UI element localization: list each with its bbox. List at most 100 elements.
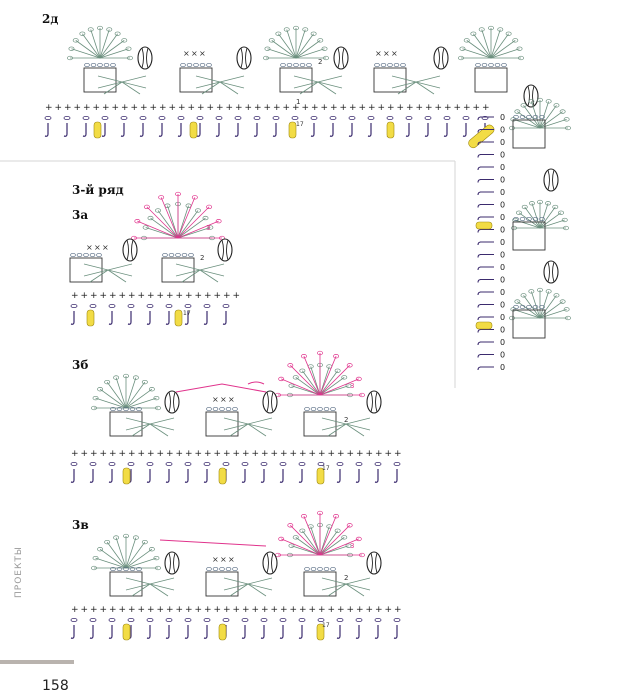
bar-frame	[179, 67, 213, 93]
spoke-group	[125, 417, 175, 437]
square-motif	[83, 62, 117, 93]
single-crochet-mark: ×	[212, 395, 219, 404]
fan-stitch	[99, 29, 110, 59]
fan-stitch	[539, 291, 550, 319]
zero-mark: 0	[500, 313, 505, 322]
spoke-stitch	[107, 263, 133, 271]
fan-stitch	[295, 33, 314, 59]
chain-loop	[532, 304, 539, 310]
chain-mark	[291, 116, 299, 121]
hook-stitch	[477, 241, 494, 246]
chain-mark	[177, 116, 185, 121]
plus-mark: +	[330, 103, 338, 113]
chain-loop	[97, 547, 104, 552]
hook-stitch	[329, 123, 334, 137]
chain-loop	[212, 406, 219, 412]
chain-loop	[321, 46, 328, 51]
spoke-stitch	[345, 583, 365, 597]
spoke-stitch	[131, 583, 151, 597]
hook-stitch	[298, 625, 303, 639]
chain-loop	[559, 109, 566, 114]
sc-group: ×××	[212, 555, 235, 564]
chain-loop	[470, 31, 477, 36]
hook-stitch	[279, 625, 284, 639]
square-motif	[373, 62, 407, 93]
chain-mark	[63, 116, 71, 121]
puff-stroke	[370, 391, 378, 413]
square-motif	[109, 566, 143, 597]
chain-loop	[345, 383, 352, 388]
chain-loop	[475, 62, 481, 68]
spoke-group	[195, 75, 245, 95]
plus-mark: +	[340, 103, 348, 113]
chain-loop	[509, 315, 515, 321]
chain-loop	[345, 543, 352, 548]
bar-frame	[303, 571, 337, 597]
fan-stitch	[319, 516, 337, 556]
puff-stitch	[122, 238, 138, 262]
fan-stitch	[539, 308, 567, 319]
fan-stitch	[125, 541, 146, 569]
fan-stitch	[466, 40, 492, 59]
chain-mark	[165, 303, 173, 308]
hook-stitch	[272, 123, 277, 137]
single-crochet-mark: ×	[191, 49, 198, 58]
plus-mark: +	[185, 449, 193, 459]
fan-stitch	[539, 101, 550, 129]
spoke-stitch	[149, 583, 175, 591]
plus-mark: +	[261, 605, 269, 615]
highlight-stitch	[122, 623, 131, 641]
zero-mark: 0	[500, 351, 505, 360]
plus-mark: +	[64, 103, 72, 113]
plus-mark: +	[109, 449, 117, 459]
spoke-group	[391, 75, 441, 95]
marker-text: 2	[318, 58, 322, 66]
puff-stitch	[236, 46, 252, 70]
chain-loop	[355, 376, 362, 382]
chain-loop	[91, 405, 97, 411]
sc-group: ×××	[183, 49, 206, 58]
bar-frame	[303, 411, 337, 437]
plus-mark: +	[119, 449, 127, 459]
chain-mark	[127, 303, 135, 308]
fan-stitch	[157, 210, 179, 239]
fan-stitch	[302, 530, 321, 556]
square-motif	[303, 566, 337, 597]
chain-loop	[275, 31, 282, 36]
zero-mark: 0	[500, 176, 505, 185]
chain-mark	[108, 461, 116, 466]
chain-loop	[225, 566, 232, 572]
chain-loop	[114, 31, 121, 36]
chain-loop	[232, 406, 238, 412]
plus-mark: +	[394, 449, 402, 459]
plus-mark: +	[109, 605, 117, 615]
chain-loop	[330, 566, 336, 572]
plus-mark: +	[204, 449, 212, 459]
plus-mark: +	[214, 449, 222, 459]
spoke-stitch	[223, 417, 249, 425]
chain-mark	[424, 116, 432, 121]
hook-stitch	[184, 625, 189, 639]
base-row-3v: +++++++++++++++++++++++++++++++++++	[70, 605, 402, 641]
plus-mark: +	[242, 449, 250, 459]
chain-mark	[82, 116, 90, 121]
fan-stitch	[539, 111, 563, 129]
chain-loop	[131, 235, 137, 241]
plus-mark: +	[261, 449, 269, 459]
chain-loop	[268, 38, 275, 43]
chain-loop	[90, 62, 97, 68]
chain-mark	[203, 461, 211, 466]
spoke-stitch	[321, 423, 347, 431]
square-motif	[161, 252, 195, 283]
fan-stitch	[319, 537, 345, 556]
chain-loop	[110, 62, 116, 68]
chain-loop	[561, 217, 568, 223]
puff-stroke	[221, 239, 229, 261]
plus-mark: +	[280, 605, 288, 615]
plus-mark: +	[283, 103, 291, 113]
hook-stitch	[374, 625, 379, 639]
chain-loop	[521, 204, 528, 210]
plus-mark: +	[102, 103, 110, 113]
fan-stitch	[319, 365, 350, 396]
puff-stroke	[141, 47, 149, 69]
